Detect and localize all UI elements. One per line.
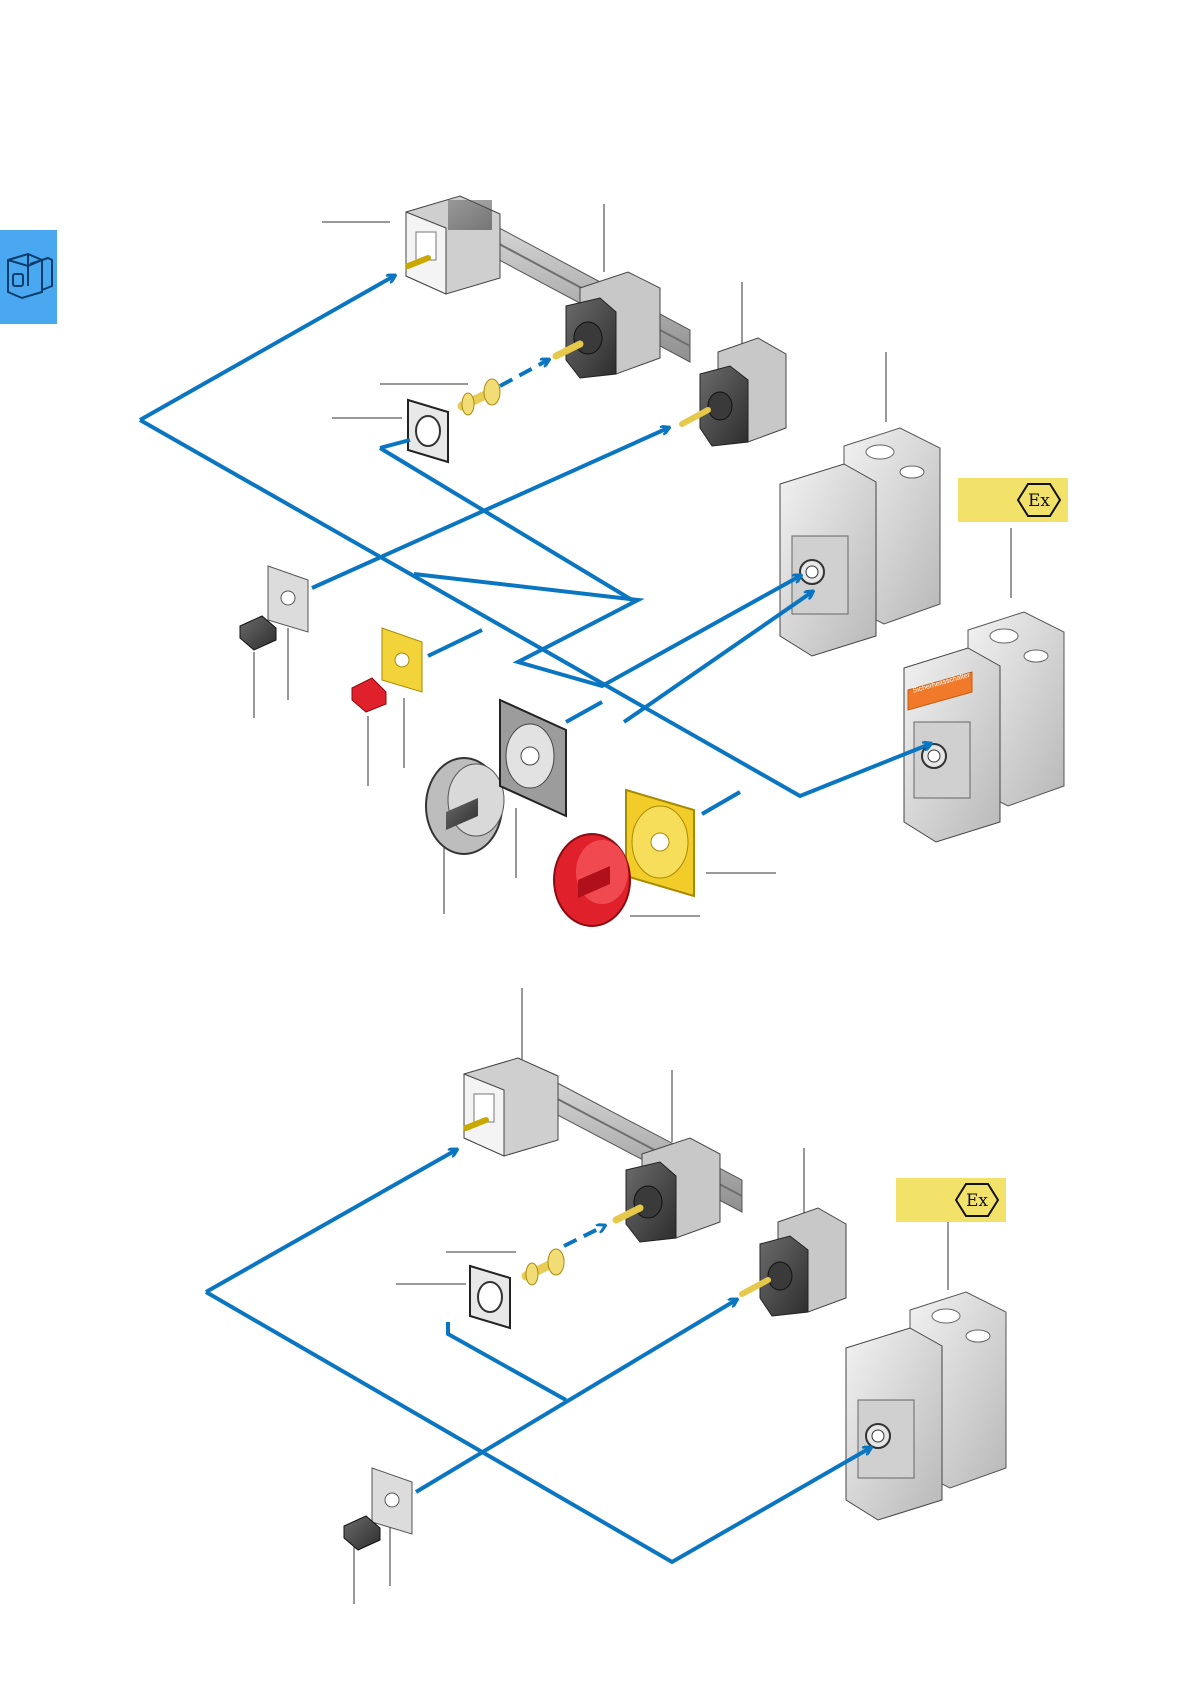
switch-disconnector-icon: [7, 252, 53, 300]
switch-module-dark-lower-2: [739, 1207, 847, 1317]
svg-text:Ex: Ex: [1028, 491, 1050, 511]
ex-hexagon-icon: Ex: [1016, 483, 1062, 517]
red-rotary-handle: [553, 788, 695, 927]
switch-module-dark-lower-1: [612, 1137, 721, 1243]
grey-rotary-handle: [425, 698, 567, 855]
switch-module-dark-1: [552, 271, 661, 379]
ex-hexagon-icon: Ex: [954, 1183, 1000, 1217]
upper-leader-lines: [253, 204, 1012, 917]
ex-badge-upper: Ex: [958, 478, 1068, 522]
switch-module-dark-2: [679, 337, 787, 447]
black-handle-set-lower: [343, 1467, 413, 1551]
shaft-extension-lower: [521, 1248, 565, 1286]
lower-leader-lines: [353, 988, 949, 1604]
gasket-plate: [407, 398, 449, 464]
enclosure-lower: [845, 1291, 1007, 1521]
svg-text:Ex: Ex: [966, 1191, 988, 1211]
switch-module-white-lower: [463, 1057, 559, 1157]
upper-connectors: [139, 276, 930, 816]
gasket-plate-lower: [469, 1264, 511, 1330]
red-handle-set: [351, 627, 423, 713]
switch-module-white: [405, 195, 501, 295]
lower-connectors: [204, 1150, 870, 1565]
black-handle-set: [239, 565, 309, 651]
enclosure-1: [779, 427, 941, 657]
side-tab[interactable]: [0, 230, 57, 324]
enclosure-2: [903, 611, 1065, 843]
shaft-extension: [457, 378, 501, 416]
ex-badge-lower: Ex: [896, 1178, 1006, 1222]
